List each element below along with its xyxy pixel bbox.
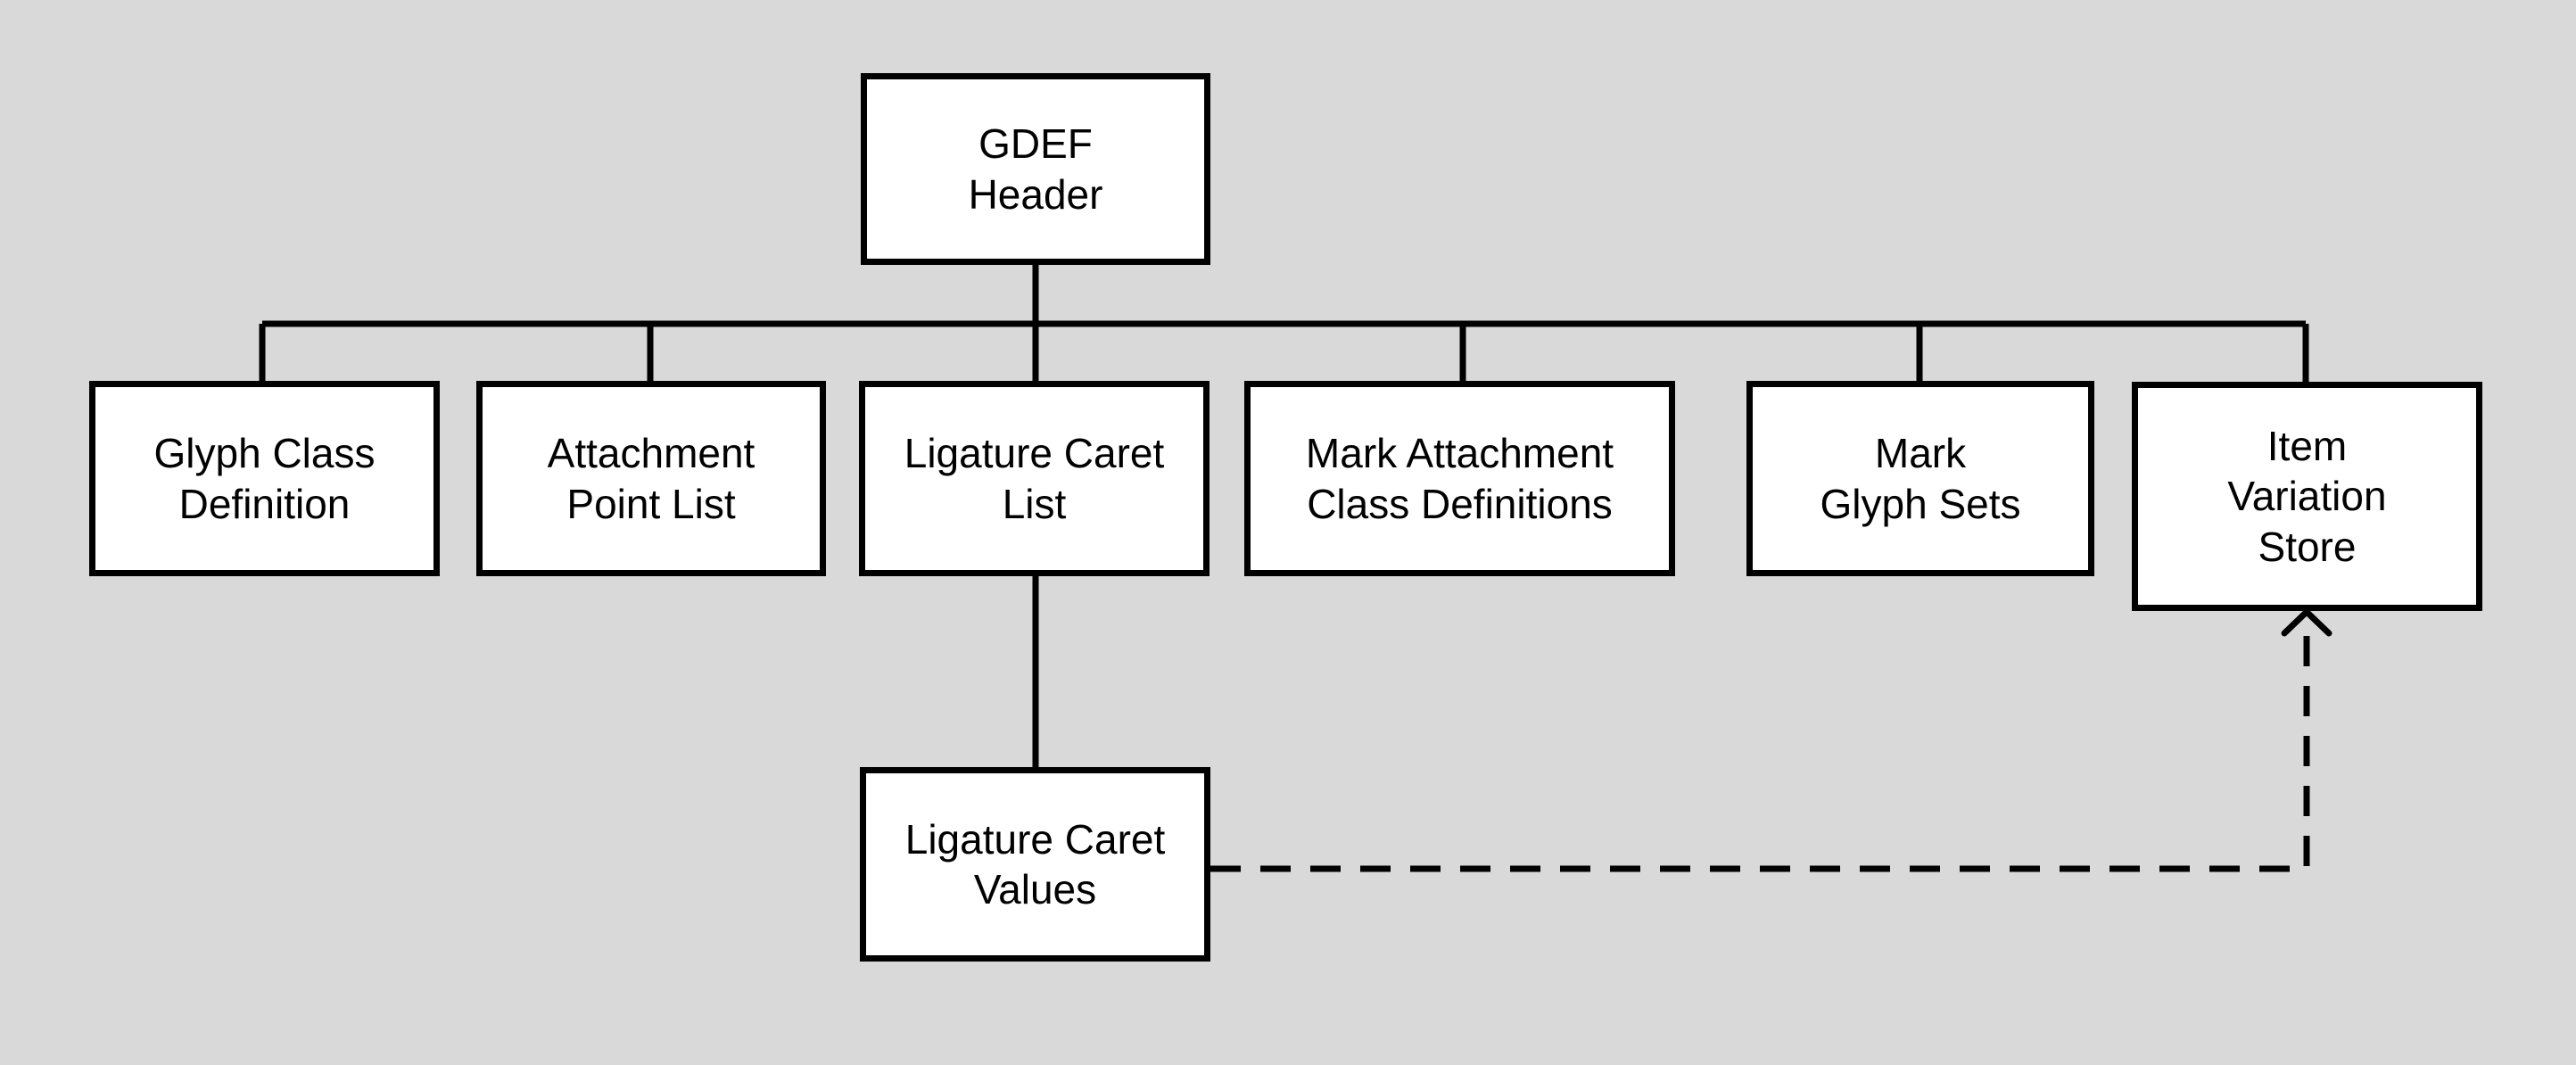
node-ligature-caret-values[interactable]: Ligature Caret Values <box>860 767 1210 962</box>
node-ligature-caret-values-line-1: Ligature Caret <box>904 815 1166 863</box>
node-ligature-caret-values-line-2: Values <box>973 866 1097 912</box>
arrowhead-open-v-icon <box>2281 607 2332 637</box>
node-gdef-header-line-1: GDEF <box>978 120 1093 168</box>
node-ligature-caret-list[interactable]: Ligature Caret List <box>859 381 1210 576</box>
node-mark-attachment-class-definitions-line-2: Class Definitions <box>1307 480 1613 527</box>
node-ligature-caret-list-line-2: List <box>1002 480 1067 527</box>
node-ligature-caret-list-line-1: Ligature Caret <box>904 430 1165 477</box>
node-item-variation-store[interactable]: Item Variation Store <box>2132 382 2482 611</box>
node-gdef-header-line-2: Header <box>968 170 1103 218</box>
node-attachment-point-list[interactable]: Attachment Point List <box>476 381 826 576</box>
node-mark-glyph-sets[interactable]: Mark Glyph Sets <box>1746 381 2094 576</box>
node-glyph-class-definition-line-2: Definition <box>178 480 351 527</box>
node-item-variation-store-line-1: Item <box>2266 423 2348 470</box>
node-item-variation-store-line-3: Store <box>2258 523 2357 570</box>
node-attachment-point-list-line-1: Attachment <box>547 430 755 477</box>
node-attachment-point-list-line-2: Point List <box>566 480 736 527</box>
node-mark-attachment-class-definitions[interactable]: Mark Attachment Class Definitions <box>1244 381 1675 576</box>
connector-ligature-caret-values-to-item-variation-store <box>1210 624 2310 872</box>
node-gdef-header[interactable]: GDEF Header <box>861 73 1210 265</box>
node-item-variation-store-line-2: Variation <box>2227 473 2387 520</box>
node-mark-attachment-class-definitions-line-1: Mark Attachment <box>1305 430 1614 477</box>
node-mark-glyph-sets-line-2: Glyph Sets <box>1820 480 2021 527</box>
node-glyph-class-definition[interactable]: Glyph Class Definition <box>89 381 440 576</box>
node-mark-glyph-sets-line-1: Mark <box>1874 430 1967 477</box>
node-glyph-class-definition-line-1: Glyph Class <box>153 430 376 477</box>
